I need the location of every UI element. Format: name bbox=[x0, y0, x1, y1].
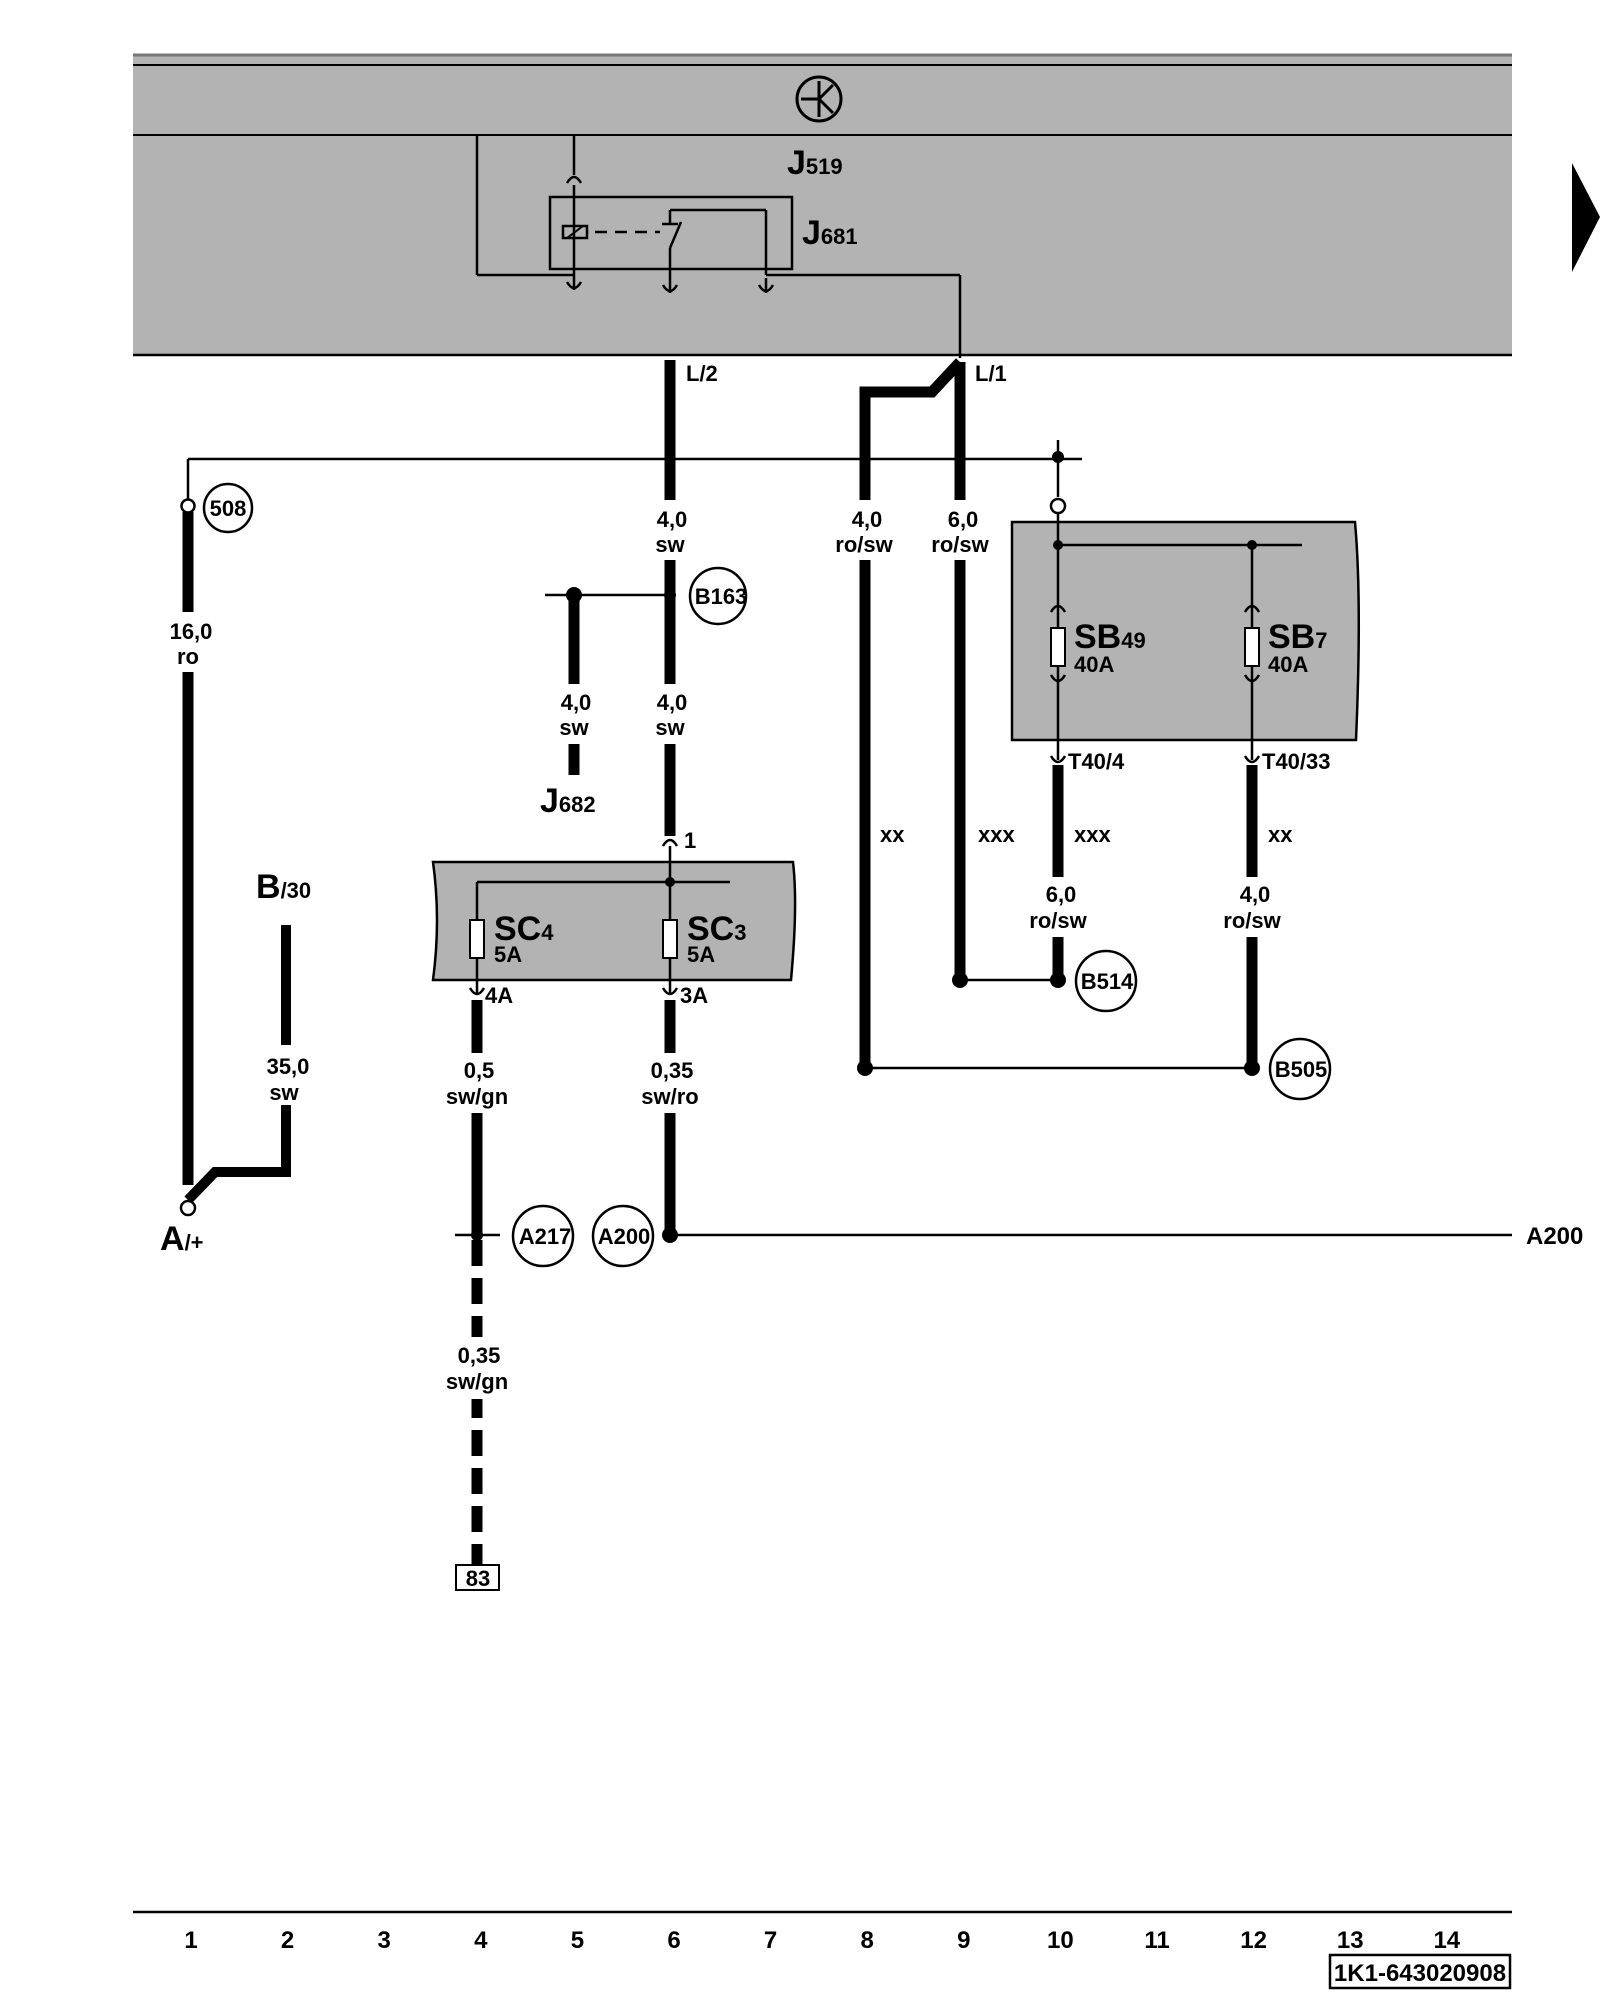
label-sc4: SC4 bbox=[494, 910, 554, 948]
wire-label-color-col1: ro bbox=[177, 644, 199, 669]
pin-label-t40-33: T40/33 bbox=[1262, 749, 1331, 774]
mark-col12: xx bbox=[1268, 822, 1293, 847]
label-sb7: SB7 bbox=[1268, 618, 1327, 656]
rating-sb49: 40A bbox=[1074, 652, 1114, 677]
wire-label-color-sc4: sw/gn bbox=[446, 1084, 508, 1109]
connector-508-terminal bbox=[180, 498, 196, 514]
svg-text:B163: B163 bbox=[695, 584, 748, 609]
connection-b505: B505 bbox=[1268, 1037, 1332, 1101]
column-number: 11 bbox=[1144, 1927, 1169, 1954]
connection-a200: A200 bbox=[591, 1204, 655, 1268]
wire-label-size-col8: 4,0 bbox=[852, 507, 883, 532]
next-page-arrow-icon[interactable] bbox=[1572, 163, 1600, 272]
label-sb49: SB49 bbox=[1074, 618, 1146, 656]
wire-label-size-b30: 35,0 bbox=[267, 1054, 310, 1079]
svg-text:A200: A200 bbox=[598, 1224, 651, 1249]
svg-text:B505: B505 bbox=[1275, 1057, 1328, 1082]
pin-label-t40-4: T40/4 bbox=[1068, 749, 1125, 774]
column-number: 4 bbox=[474, 1927, 488, 1954]
column-number: 8 bbox=[861, 1927, 874, 1954]
wire-label-size-dashed: 0,35 bbox=[458, 1343, 501, 1368]
pin-label-1: 1 bbox=[684, 828, 696, 853]
column-number: 3 bbox=[378, 1927, 391, 1954]
wire-label-size-sc3: 0,35 bbox=[651, 1058, 694, 1083]
wire-label-color-col8: ro/sw bbox=[835, 532, 893, 557]
column-number: 9 bbox=[957, 1927, 970, 1954]
fuse-sc3-icon bbox=[662, 919, 678, 959]
wire-label-color-t40-33: ro/sw bbox=[1223, 908, 1281, 933]
panel-internal-wiring bbox=[475, 135, 962, 358]
wire-label-size-col9: 6,0 bbox=[948, 507, 979, 532]
label-a200-edge: A200 bbox=[1526, 1223, 1583, 1250]
wire-label-size-t40-33: 4,0 bbox=[1240, 882, 1271, 907]
pin-label-3a: 3A bbox=[680, 983, 708, 1008]
wire-label-color-b30: sw bbox=[269, 1080, 299, 1105]
pin-label-l1: L/1 bbox=[975, 361, 1007, 386]
reference-83-label: 83 bbox=[466, 1566, 490, 1591]
mark-col8: xx bbox=[880, 822, 905, 847]
wire-label-size-b163-left: 4,0 bbox=[561, 690, 592, 715]
label-b30: B/30 bbox=[256, 868, 311, 906]
wire-label-color-dashed: sw/gn bbox=[446, 1369, 508, 1394]
relay-switch-icon bbox=[662, 208, 768, 270]
connection-508: 508 bbox=[202, 482, 254, 534]
label-j682: J682 bbox=[540, 782, 596, 820]
wire-label-size-t40-4: 6,0 bbox=[1046, 882, 1077, 907]
column-number: 2 bbox=[281, 1927, 294, 1954]
pin-label-l2: L/2 bbox=[686, 361, 718, 386]
connection-b163: B163 bbox=[688, 566, 748, 626]
wire-label-size-l2: 4,0 bbox=[657, 507, 688, 532]
wire-label-size-sc4: 0,5 bbox=[464, 1058, 495, 1083]
column-number: 13 bbox=[1337, 1927, 1364, 1954]
label-j681: J681 bbox=[802, 214, 858, 252]
wire-l1-col8 bbox=[859, 358, 965, 1068]
label-j519: J519 bbox=[787, 144, 843, 182]
wire-label-color-l2: sw bbox=[655, 532, 685, 557]
column-number: 5 bbox=[571, 1927, 584, 1954]
column-number: 12 bbox=[1240, 1927, 1267, 1954]
rating-sc4: 5A bbox=[494, 942, 522, 967]
fuse-box-sc bbox=[431, 860, 797, 982]
rating-sb7: 40A bbox=[1268, 652, 1308, 677]
column-number: 7 bbox=[764, 1927, 777, 1954]
fuse-box-sb bbox=[1010, 520, 1361, 742]
svg-text:508: 508 bbox=[210, 496, 247, 521]
mark-col10: xxx bbox=[1074, 822, 1111, 847]
column-number: 6 bbox=[667, 1927, 680, 1954]
reference-83-box[interactable] bbox=[455, 1564, 500, 1591]
fuse-sb7-icon bbox=[1244, 627, 1260, 667]
wire-label-color-sc3: sw/ro bbox=[641, 1084, 698, 1109]
doc-code-box bbox=[1328, 1953, 1512, 1990]
pin-label-4a: 4A bbox=[485, 983, 513, 1008]
doc-code: 1K1-643020908 bbox=[1334, 1960, 1506, 1987]
connector-sb-terminal bbox=[1049, 497, 1067, 515]
fuse-sc4-icon bbox=[469, 919, 485, 959]
svg-text:B514: B514 bbox=[1081, 969, 1134, 994]
pin-connector-icons bbox=[565, 175, 775, 293]
column-number: 10 bbox=[1047, 1927, 1074, 1954]
fuse-sb49-icon bbox=[1050, 627, 1066, 667]
svg-text:A217: A217 bbox=[519, 1224, 572, 1249]
connector-a-plus-terminal bbox=[179, 1199, 197, 1217]
rating-sc3: 5A bbox=[687, 942, 715, 967]
mark-col9: xxx bbox=[978, 822, 1015, 847]
wire-label-color-t40-4: ro/sw bbox=[1029, 908, 1087, 933]
connection-a217: A217 bbox=[511, 1204, 575, 1268]
column-number: 1 bbox=[184, 1927, 197, 1954]
wire-label-size-b163-down: 4,0 bbox=[657, 690, 688, 715]
wire-label-color-b163-down: sw bbox=[655, 715, 685, 740]
connection-b514: B514 bbox=[1074, 949, 1138, 1013]
control-unit-symbol-icon bbox=[795, 75, 843, 123]
column-number: 14 bbox=[1433, 1927, 1460, 1954]
wire-label-color-col9: ro/sw bbox=[931, 532, 989, 557]
label-sc3: SC3 bbox=[687, 910, 746, 948]
wire-label-size-col1: 16,0 bbox=[170, 619, 213, 644]
label-a-plus: A/+ bbox=[160, 1220, 204, 1258]
control-unit-panel bbox=[133, 55, 1512, 355]
wire-label-color-b163-left: sw bbox=[559, 715, 589, 740]
